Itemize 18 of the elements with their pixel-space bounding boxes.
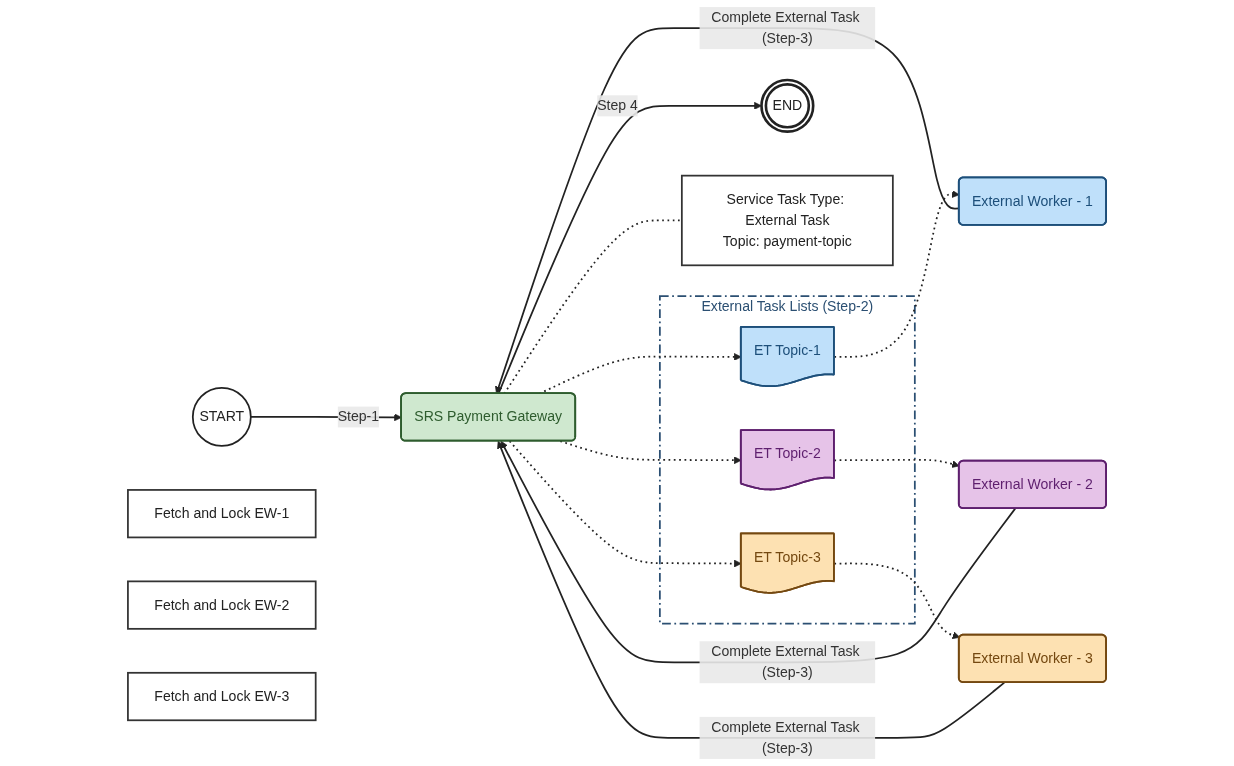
edge-label: Step 4 xyxy=(597,97,638,113)
arrow xyxy=(500,440,1017,664)
edge-label: Complete External Task (Step-3) xyxy=(711,9,860,46)
edge-label: Step-1 xyxy=(337,409,380,425)
node-circle xyxy=(760,78,815,133)
arrow xyxy=(497,440,1006,739)
node-box xyxy=(127,580,317,630)
cluster xyxy=(659,295,916,625)
arrow xyxy=(833,459,960,468)
node-box xyxy=(127,489,317,539)
edge-label: Complete External Task (Step-3) xyxy=(711,643,860,680)
node-box xyxy=(680,174,894,267)
node-box xyxy=(127,671,317,722)
arrow xyxy=(508,440,742,568)
arrow xyxy=(833,562,961,639)
arrow xyxy=(497,102,762,395)
edge-label: Complete External Task (Step-3) xyxy=(711,719,860,756)
node-circle xyxy=(191,387,252,447)
